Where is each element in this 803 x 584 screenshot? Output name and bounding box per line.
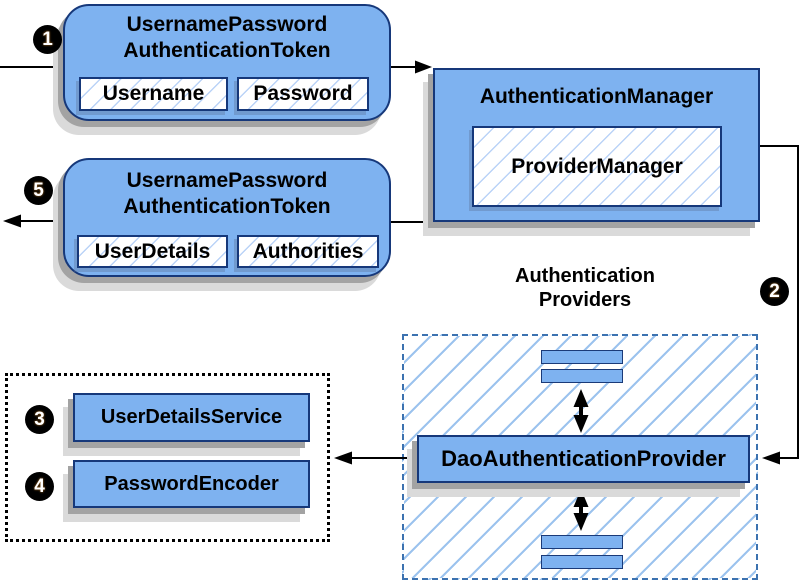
authorities-field-box: Authorities — [237, 235, 379, 268]
dao-authentication-provider-box: DaoAuthenticationProvider — [417, 435, 750, 483]
response-token-title: UsernamePassword AuthenticationToken — [65, 168, 389, 220]
authentication-providers-heading-line2: Providers — [538, 289, 632, 311]
provider-stack-bar — [541, 555, 623, 569]
password-encoder-box: PasswordEncoder — [73, 460, 310, 508]
provider-manager-label: ProviderManager — [511, 154, 683, 178]
username-field-label: Username — [102, 82, 205, 105]
arrowhead-provider-to-services — [334, 451, 352, 465]
authorities-field-label: Authorities — [252, 239, 364, 263]
arrowhead-step5-out — [3, 214, 21, 228]
password-field-label: Password — [253, 82, 353, 105]
arrowhead-manager-to-provider — [762, 451, 780, 465]
userdetails-field-label: UserDetails — [94, 239, 211, 263]
request-token-title-line2: AuthenticationToken — [123, 39, 331, 62]
dao-authentication-provider-label: DaoAuthenticationProvider — [441, 446, 726, 471]
step-badge-2: 2 — [760, 277, 789, 306]
provider-stack-bar — [541, 369, 623, 383]
request-token-title: UsernamePassword AuthenticationToken — [65, 12, 389, 64]
username-field-box: Username — [79, 77, 228, 111]
authentication-providers-heading-line1: Authentication — [515, 265, 655, 287]
line-manager-to-provider — [760, 145, 799, 459]
arrowhead-token-to-manager — [415, 60, 432, 74]
step-badge-1: 1 — [33, 25, 62, 54]
double-arrow-bottom-head-up — [573, 489, 589, 507]
request-token-title-line1: UsernamePassword — [126, 13, 328, 36]
step-badge-4: 4 — [25, 472, 54, 501]
response-token-title-line2: AuthenticationToken — [123, 195, 331, 218]
double-arrow-top-head-down — [573, 415, 589, 433]
password-encoder-label: PasswordEncoder — [104, 472, 279, 495]
user-details-service-label: UserDetailsService — [100, 406, 283, 428]
step-badge-5: 5 — [24, 176, 53, 205]
userdetails-field-box: UserDetails — [77, 235, 228, 268]
supporting-services-container — [5, 373, 330, 542]
provider-stack-bar — [541, 535, 623, 549]
double-arrow-top-head-up — [573, 389, 589, 407]
provider-manager-box: ProviderManager — [472, 126, 722, 207]
authentication-manager-box: AuthenticationManager ProviderManager — [433, 68, 760, 222]
double-arrow-bottom-head-down — [573, 513, 589, 531]
authentication-providers-heading: Authentication Providers — [445, 264, 725, 312]
response-token-title-line1: UsernamePassword — [126, 169, 328, 192]
step-badge-3: 3 — [25, 405, 54, 434]
user-details-service-box: UserDetailsService — [73, 393, 310, 442]
response-token-box: UsernamePassword AuthenticationToken Use… — [63, 158, 391, 277]
password-field-box: Password — [237, 77, 369, 111]
provider-stack-bar — [541, 350, 623, 364]
authentication-manager-title: AuthenticationManager — [479, 85, 714, 108]
request-token-box: UsernamePassword AuthenticationToken Use… — [63, 4, 391, 121]
